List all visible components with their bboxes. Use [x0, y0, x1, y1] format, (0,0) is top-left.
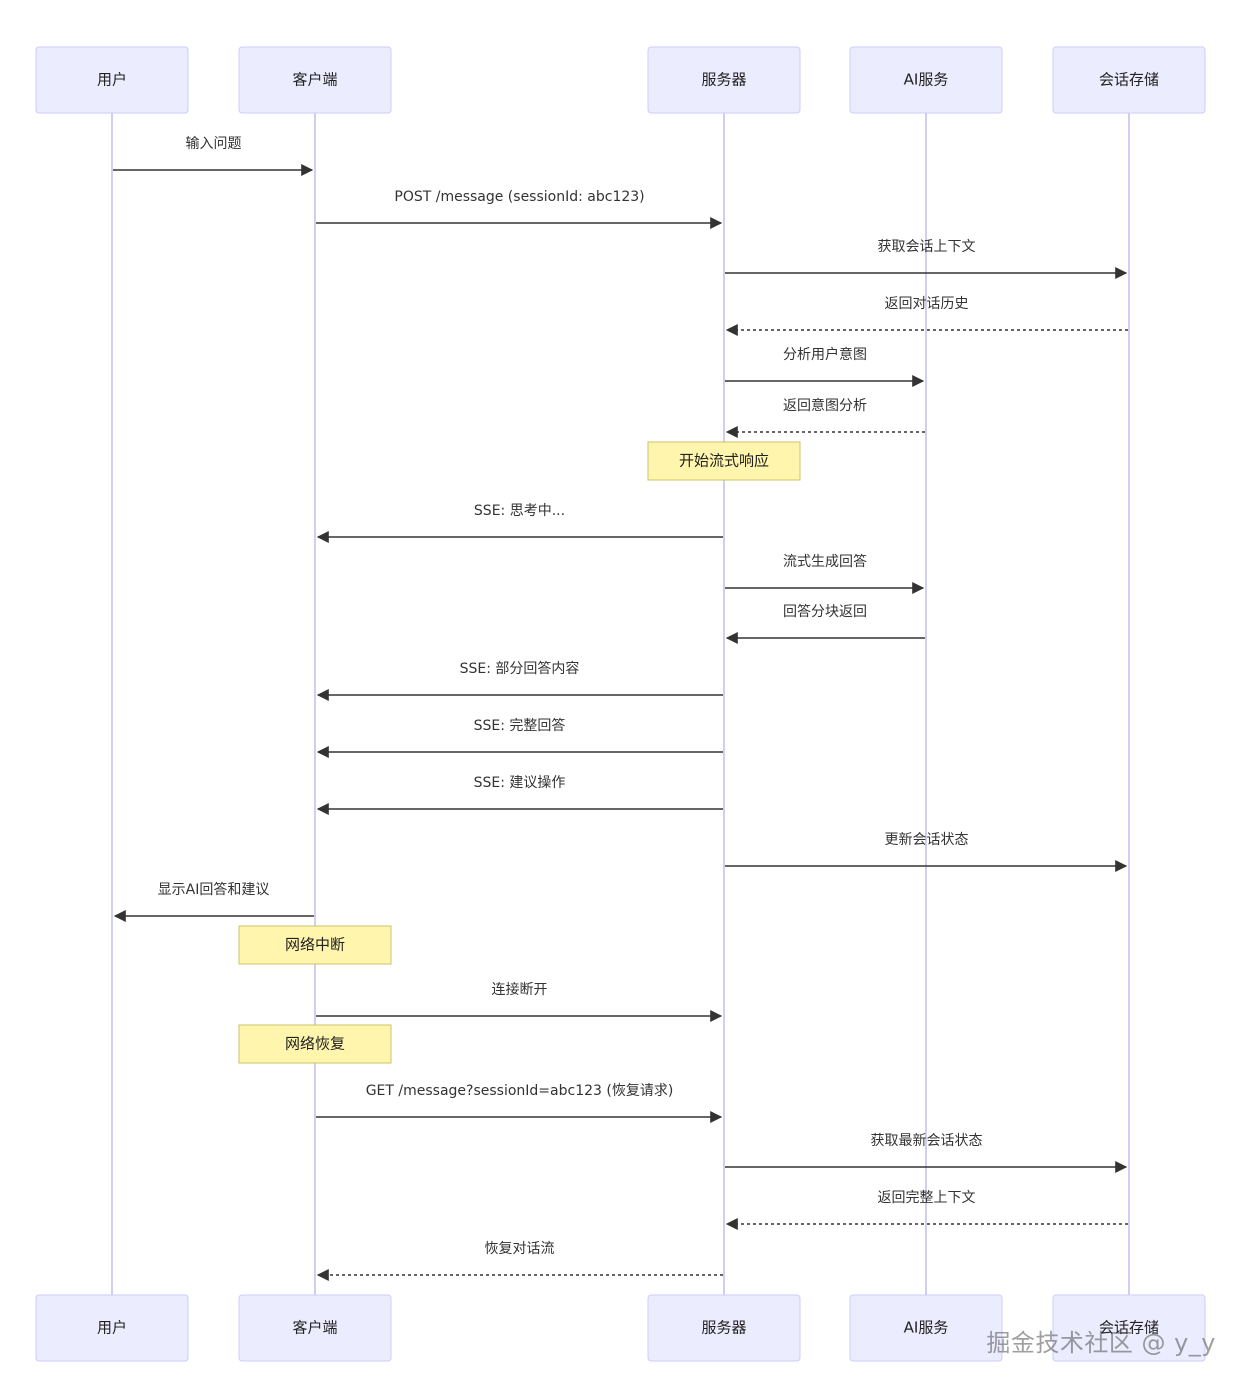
actor-server-top: 服务器 [647, 46, 801, 114]
message-11: SSE: 部分回答内容 [316, 660, 723, 701]
note-box [238, 925, 392, 965]
actor-server-bottom: 服务器 [647, 1294, 801, 1362]
note-18: 网络恢复 [238, 1024, 392, 1064]
actor-ai-bottom: AI服务 [849, 1294, 1003, 1362]
actor-box [1052, 1294, 1206, 1362]
message-9: 流式生成回答 [725, 553, 925, 594]
watermark-text: 掘金技术社区 @ y_y [986, 1329, 1216, 1357]
actor-client-top: 客户端 [238, 46, 392, 114]
message-15: 显示AI回答和建议 [113, 881, 314, 922]
actor-box [238, 46, 392, 114]
message-label: 回答分块返回 [783, 603, 867, 620]
actor-box [35, 46, 189, 114]
actor-label: 用户 [97, 71, 127, 89]
message-label: 更新会话状态 [885, 832, 969, 848]
message-10: 回答分块返回 [725, 603, 925, 644]
note-label: 开始流式响应 [679, 452, 769, 470]
note-7: 开始流式响应 [647, 441, 801, 481]
actor-box [238, 1294, 392, 1362]
message-13: SSE: 建议操作 [316, 775, 723, 815]
message-14: 更新会话状态 [725, 832, 1128, 872]
message-4: 返回对话历史 [725, 296, 1128, 336]
actor-label: 服务器 [701, 1319, 746, 1337]
message-label: POST /message (sessionId: abc123) [394, 189, 644, 205]
message-3: 获取会话上下文 [725, 239, 1128, 279]
actor-label: AI服务 [904, 1319, 949, 1337]
message-label: 获取最新会话状态 [871, 1133, 983, 1149]
actor-user-top: 用户 [35, 46, 189, 114]
actor-box [849, 46, 1003, 114]
message-8: SSE: 思考中... [316, 503, 723, 543]
note-box [647, 441, 801, 481]
message-6: 返回意图分析 [725, 397, 925, 438]
message-label: 显示AI回答和建议 [158, 881, 270, 898]
message-label: 连接断开 [492, 981, 548, 998]
message-label: SSE: 完整回答 [474, 717, 566, 734]
actor-box [849, 1294, 1003, 1362]
message-21: 返回完整上下文 [725, 1190, 1128, 1230]
message-label: 返回完整上下文 [878, 1190, 976, 1206]
note-label: 网络恢复 [285, 1035, 345, 1053]
actor-box [647, 1294, 801, 1362]
message-label: SSE: 建议操作 [474, 775, 566, 791]
message-1: 输入问题 [113, 136, 314, 176]
message-label: 返回对话历史 [885, 296, 969, 312]
actor-box [1052, 46, 1206, 114]
message-12: SSE: 完整回答 [316, 717, 723, 758]
message-label: 输入问题 [186, 136, 242, 152]
message-20: 获取最新会话状态 [725, 1133, 1128, 1173]
actor-label: 用户 [97, 1319, 127, 1337]
message-label: 分析用户意图 [783, 346, 867, 363]
message-label: GET /message?sessionId=abc123 (恢复请求) [366, 1082, 674, 1099]
actor-ai-top: AI服务 [849, 46, 1003, 114]
actor-store-top: 会话存储 [1052, 46, 1206, 114]
message-label: 流式生成回答 [783, 553, 867, 570]
note-box [238, 1024, 392, 1064]
message-label: SSE: 部分回答内容 [460, 660, 580, 677]
message-label: 恢复对话流 [485, 1240, 555, 1257]
actor-label: 会话存储 [1099, 1319, 1159, 1337]
message-2: POST /message (sessionId: abc123) [316, 189, 723, 229]
note-label: 网络中断 [285, 936, 345, 954]
message-label: 获取会话上下文 [878, 239, 976, 255]
message-5: 分析用户意图 [725, 346, 925, 387]
actor-store-bottom: 会话存储 [1052, 1294, 1206, 1362]
message-17: 连接断开 [316, 981, 723, 1022]
actor-client-bottom: 客户端 [238, 1294, 392, 1362]
actor-label: 客户端 [292, 71, 337, 89]
actor-label: 客户端 [292, 1319, 337, 1337]
actor-label: 服务器 [701, 71, 746, 89]
actor-label: 会话存储 [1099, 71, 1159, 89]
message-label: 返回意图分析 [783, 397, 867, 414]
message-label: SSE: 思考中... [474, 503, 565, 519]
actor-box [647, 46, 801, 114]
message-22: 恢复对话流 [316, 1240, 723, 1281]
note-16: 网络中断 [238, 925, 392, 965]
actor-box [35, 1294, 189, 1362]
actor-label: AI服务 [904, 71, 949, 89]
message-19: GET /message?sessionId=abc123 (恢复请求) [316, 1082, 723, 1123]
actor-user-bottom: 用户 [35, 1294, 189, 1362]
